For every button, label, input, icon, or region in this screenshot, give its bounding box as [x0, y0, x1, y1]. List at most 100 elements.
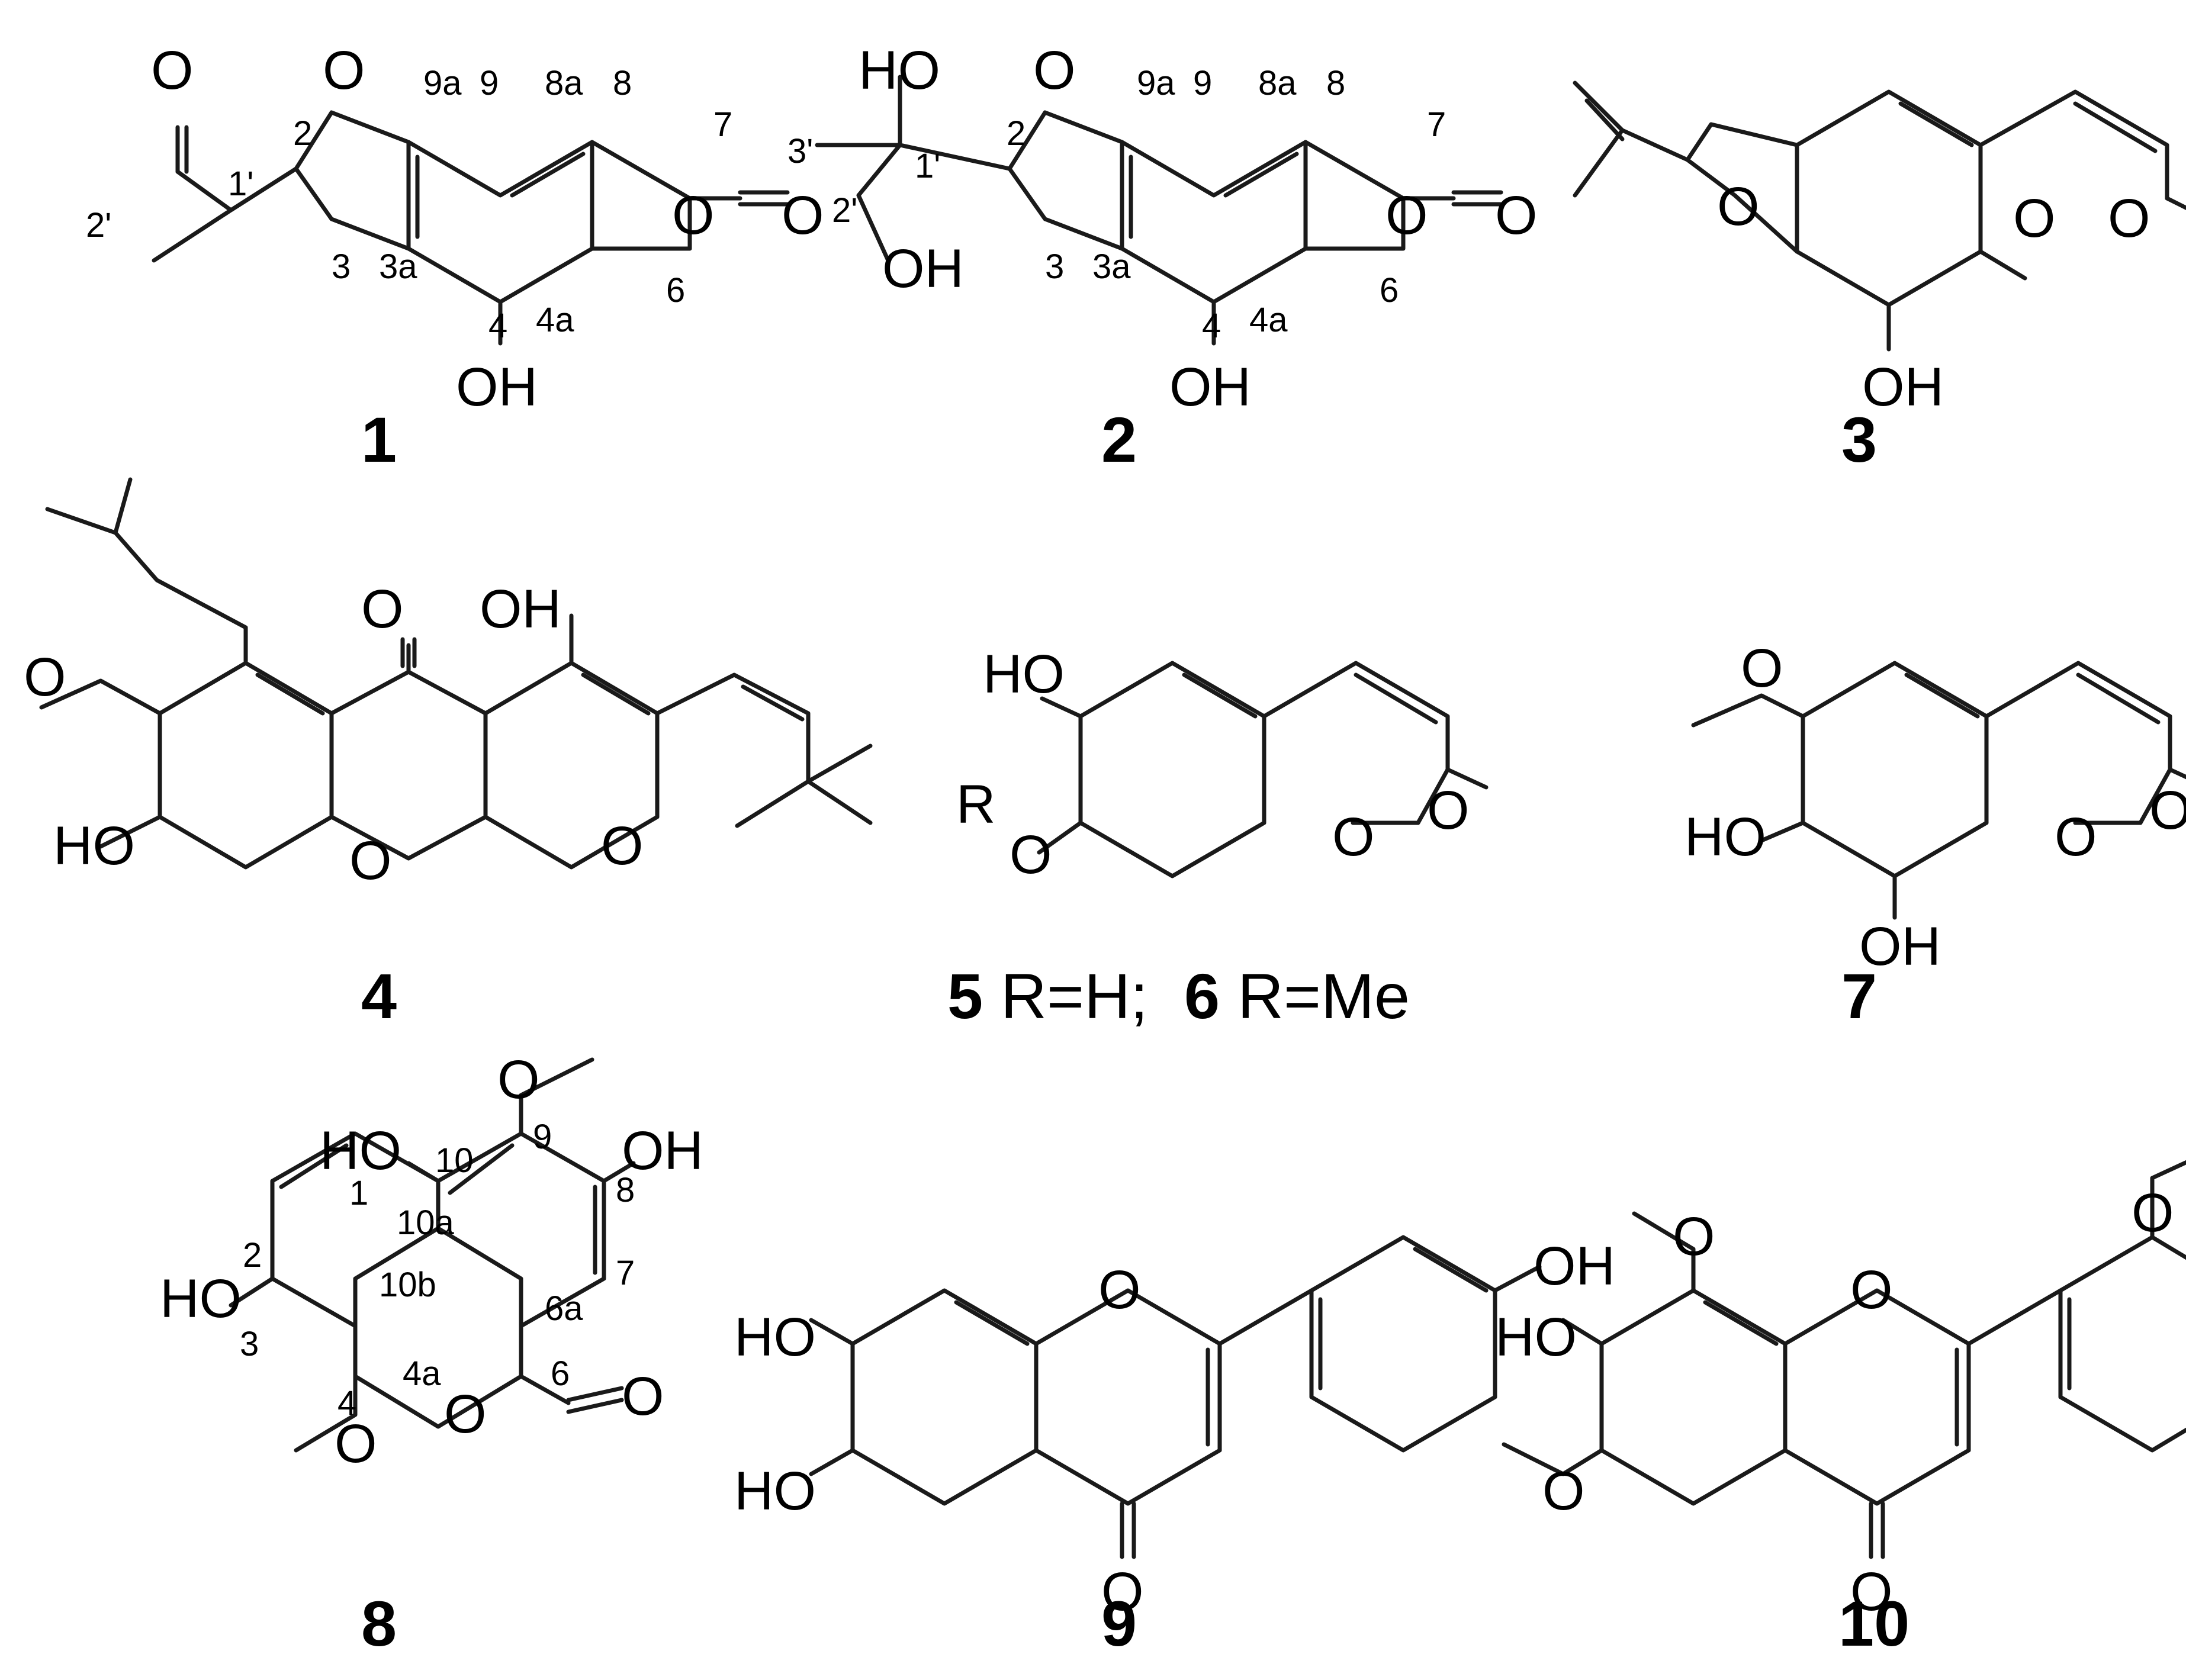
atom-label: O	[1495, 185, 1538, 246]
position-number: 2	[293, 114, 312, 153]
atom-label: R	[956, 774, 995, 835]
position-number: 7	[713, 105, 732, 144]
position-number: 8a	[1258, 64, 1297, 102]
compound-number: 4	[361, 960, 397, 1032]
atom-label: O	[1427, 780, 1470, 841]
position-number: 9	[480, 64, 499, 102]
position-number: 9	[533, 1118, 552, 1156]
position-number: 4	[337, 1384, 356, 1422]
atom-label: HO	[320, 1121, 401, 1181]
atom-label: OH	[1169, 357, 1251, 417]
atom-label: O	[1741, 638, 1783, 699]
position-number: 9a	[423, 64, 462, 102]
position-number: 2	[1007, 114, 1026, 153]
atom-label: O	[1101, 1562, 1144, 1622]
position-number: 4a	[403, 1354, 441, 1393]
position-number: 3a	[1092, 247, 1131, 286]
position-number: 6	[1380, 271, 1399, 310]
position-number: 7	[616, 1254, 635, 1292]
substituent-label: R=H;	[1001, 960, 1148, 1032]
structure-compound-3: O O O OH	[1573, 81, 2186, 417]
position-number: 10a	[397, 1203, 455, 1242]
atom-label: O	[1850, 1562, 1893, 1622]
atom-label: HO	[1495, 1307, 1577, 1367]
compound-number: 7	[1841, 960, 1877, 1032]
atom-label: OH	[456, 357, 538, 417]
position-number: 4a	[536, 301, 574, 339]
position-number: 10b	[379, 1266, 436, 1304]
position-number: 10	[435, 1141, 474, 1180]
position-number: 8	[1326, 64, 1345, 102]
position-number: 6	[666, 271, 685, 310]
position-number: 9	[1193, 64, 1212, 102]
atom-label: O	[349, 831, 392, 891]
atom-label: HO	[1684, 807, 1766, 867]
compound-number: 8	[361, 1588, 397, 1659]
compound-number: 10	[1838, 1588, 1909, 1659]
atom-label: O	[151, 40, 194, 101]
atom-label: OH	[882, 239, 964, 299]
atom-label: O	[2013, 188, 2056, 249]
structure-compound-2: HO O OH O O OH 2 3 3a 4 4a 6 7 8 8a 9 9a…	[787, 40, 1538, 417]
atom-label: O	[2108, 188, 2150, 249]
position-number: 9a	[1137, 64, 1175, 102]
atom-label: O	[24, 647, 66, 707]
atom-label: O	[601, 816, 644, 876]
position-number: 2'	[832, 191, 857, 230]
atom-label: O	[1673, 1206, 1715, 1267]
atom-label: HO	[160, 1269, 242, 1329]
atom-label: OH	[480, 579, 561, 639]
atom-label: HO	[734, 1461, 816, 1521]
atom-label: O	[1385, 185, 1428, 246]
position-number: 3'	[787, 132, 813, 170]
atom-label: O	[782, 185, 824, 246]
compound-number: 9	[1101, 1588, 1137, 1659]
atom-label: O	[1033, 40, 1076, 101]
structure-compound-7: O HO O O OH	[1684, 638, 2186, 977]
atom-label: OH	[1859, 916, 1941, 977]
position-number: 1'	[915, 147, 940, 185]
atom-label: O	[1717, 176, 1760, 237]
position-number: 3	[1045, 247, 1064, 286]
atom-label: O	[444, 1384, 487, 1444]
atom-label: HO	[983, 644, 1065, 704]
position-number: 3	[332, 247, 351, 286]
substituent-label: R=Me	[1237, 960, 1410, 1032]
position-number: 1'	[228, 165, 253, 203]
position-number: 4	[1202, 307, 1221, 345]
atom-label: HO	[53, 816, 135, 876]
position-number: 6a	[545, 1289, 583, 1328]
structure-compound-10: O O HO O O O	[1495, 1160, 2186, 1622]
atom-label: OH	[622, 1121, 703, 1181]
atom-label: O	[2055, 807, 2097, 867]
position-number: 8	[616, 1171, 635, 1209]
compound-number: 6	[1184, 960, 1220, 1032]
compound-number: 2	[1101, 404, 1137, 475]
atom-label: O	[622, 1366, 664, 1427]
atom-label: O	[335, 1414, 377, 1474]
position-number: 4a	[1249, 301, 1288, 339]
structure-compound-1: O O O O OH 2 3 3a 4 4a 6 7 8 8a 9 9a 1' …	[86, 40, 824, 417]
atom-label: HO	[859, 40, 940, 101]
compound-number: 5	[947, 960, 983, 1032]
position-number: 2'	[86, 206, 111, 244]
position-number: 2	[243, 1236, 262, 1275]
atom-label: O	[2149, 780, 2186, 841]
position-number: 3	[240, 1325, 259, 1363]
position-number: 4	[488, 307, 507, 345]
atom-label: O	[1010, 825, 1052, 885]
atom-label: O	[1332, 807, 1375, 867]
structure-compound-9: O HO HO O OH	[734, 1235, 1615, 1622]
position-number: 3a	[379, 247, 417, 286]
position-number: 8	[613, 64, 632, 102]
position-number: 1	[349, 1174, 368, 1212]
atom-label: O	[323, 40, 365, 101]
structure-compounds-5-6: HO R O O O	[956, 644, 1489, 885]
atom-label: O	[361, 579, 404, 639]
position-number: 6	[551, 1354, 570, 1393]
compound-number: 3	[1841, 404, 1877, 475]
structure-compound-8: O HO OH HO O O O 1 2 3 4 4a 6 6a 7 8 9 1…	[160, 1050, 703, 1474]
atom-label: O	[1098, 1260, 1141, 1320]
atom-label: O	[1850, 1260, 1893, 1320]
atom-label: O	[1542, 1461, 1585, 1521]
